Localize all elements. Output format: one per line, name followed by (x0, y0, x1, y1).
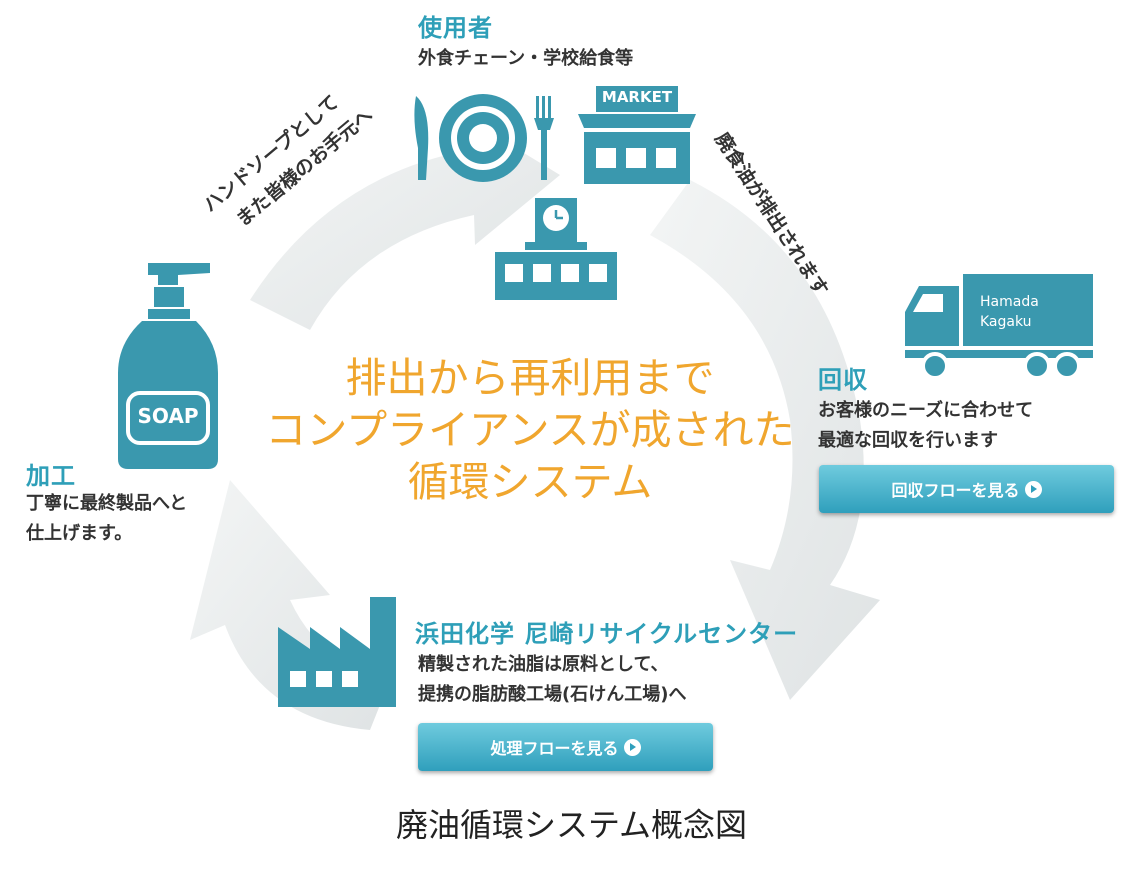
market-sign-text: MARKET (601, 88, 673, 106)
soap-label: SOAP (137, 404, 199, 428)
collection-desc-line2: 最適な回収を行います (818, 430, 998, 451)
cycle-arrow-right (650, 180, 880, 700)
truck-logo-line1: Hamada (980, 294, 1039, 310)
truck-icon (905, 274, 1093, 380)
processing-title: 加工 (26, 462, 76, 490)
market-icon (578, 86, 696, 184)
center-message-line3: 循環システム (407, 458, 653, 506)
tableware-icon (414, 94, 554, 182)
users-title: 使用者 (418, 14, 493, 42)
recycle-center-title: 浜田化学 尼崎リサイクルセンター (415, 620, 799, 648)
center-message-line1: 排出から再利用まで (345, 354, 715, 402)
processing-flow-button-label: 処理フローを見る (490, 739, 619, 758)
recycle-center-desc-line2: 提携の脂肪酸工場(石けん工場)へ (418, 684, 687, 705)
collection-desc: お客様のニーズに合わせて 最適な回収を行います (818, 396, 1033, 456)
collection-desc-line1: お客様のニーズに合わせて (818, 400, 1034, 421)
soap-bottle-icon (118, 263, 218, 469)
processing-desc: 丁寧に最終製品へと 仕上げます。 (26, 489, 187, 549)
users-desc: 外食チェーン・学校給食等 (418, 48, 634, 69)
play-arrow-icon (1024, 480, 1042, 498)
processing-desc-line1: 丁寧に最終製品へと (26, 493, 188, 514)
collection-title: 回収 (818, 366, 868, 394)
center-message-line2: コンプライアンスが成された (265, 406, 795, 454)
play-arrow-icon (623, 738, 641, 756)
processing-desc-line2: 仕上げます。 (26, 523, 133, 544)
center-message: 排出から再利用まで コンプライアンスが成された 循環システム (250, 352, 810, 508)
recycle-center-desc: 精製された油脂は原料として、 提携の脂肪酸工場(石けん工場)へ (418, 650, 686, 710)
school-icon (495, 198, 617, 300)
truck-logo-line2: Kagaku (980, 314, 1032, 330)
collection-flow-button-label: 回収フローを見る (891, 481, 1020, 500)
figure-caption: 廃油循環システム概念図 (395, 806, 748, 844)
collection-flow-button[interactable]: 回収フローを見る (819, 465, 1114, 513)
processing-flow-button[interactable]: 処理フローを見る (418, 723, 713, 771)
truck-logo-text: Hamada Kagaku (980, 292, 1039, 332)
factory-icon (278, 597, 396, 707)
recycle-center-desc-line1: 精製された油脂は原料として、 (418, 654, 669, 675)
